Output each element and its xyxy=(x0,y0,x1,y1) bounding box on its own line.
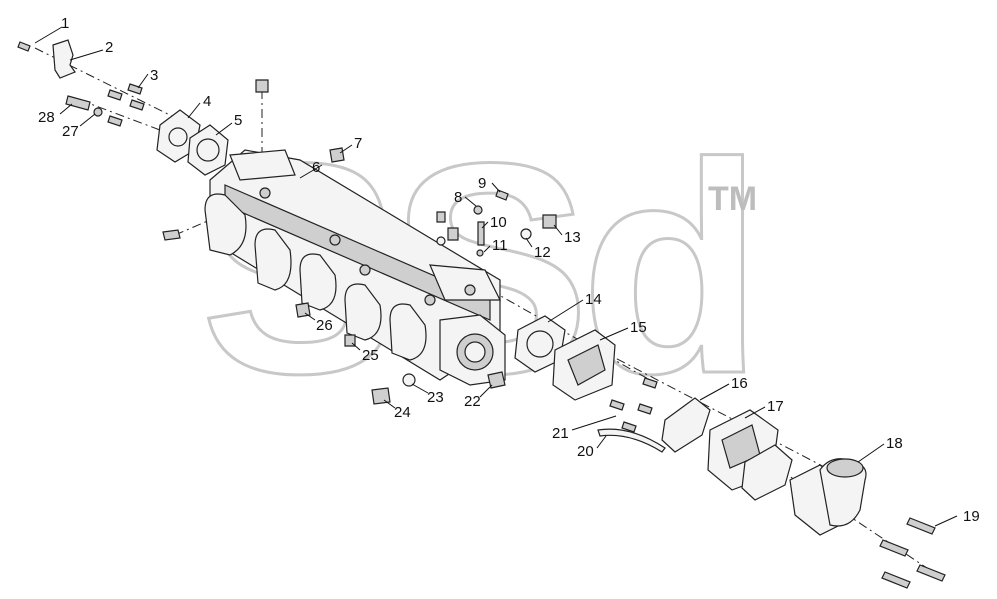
callout-11: 11 xyxy=(492,237,508,254)
callout-22: 22 xyxy=(464,393,481,410)
callout-labels: 1 2 3 4 5 6 7 8 9 10 11 12 13 14 15 16 1… xyxy=(38,15,980,525)
leader-lines xyxy=(34,26,958,527)
callout-4: 4 xyxy=(203,93,211,110)
callout-21: 21 xyxy=(552,425,569,442)
callout-6: 6 xyxy=(312,159,320,176)
callout-17: 17 xyxy=(767,398,784,415)
watermark-trademark: TM xyxy=(708,180,757,218)
callout-9: 9 xyxy=(478,175,486,192)
callout-20: 20 xyxy=(577,443,594,460)
callout-7: 7 xyxy=(354,135,362,152)
callout-24: 24 xyxy=(394,404,411,421)
callout-3: 3 xyxy=(150,67,158,84)
callout-2: 2 xyxy=(105,39,113,56)
small-parts xyxy=(17,39,946,589)
callout-5: 5 xyxy=(234,112,242,129)
callout-16: 16 xyxy=(731,375,748,392)
callout-12: 12 xyxy=(534,244,551,261)
callout-23: 23 xyxy=(427,389,444,406)
callout-8: 8 xyxy=(454,189,462,206)
callout-19: 19 xyxy=(963,508,980,525)
callout-26: 26 xyxy=(316,317,333,334)
callout-13: 13 xyxy=(564,229,581,246)
callout-1: 1 xyxy=(61,15,69,32)
callout-28: 28 xyxy=(38,109,55,126)
callout-14: 14 xyxy=(585,291,602,308)
exhaust-manifold xyxy=(204,149,506,386)
callout-27: 27 xyxy=(62,123,79,140)
callout-10: 10 xyxy=(490,214,507,231)
callout-15: 15 xyxy=(630,319,647,336)
callout-25: 25 xyxy=(362,347,379,364)
callout-18: 18 xyxy=(886,435,903,452)
